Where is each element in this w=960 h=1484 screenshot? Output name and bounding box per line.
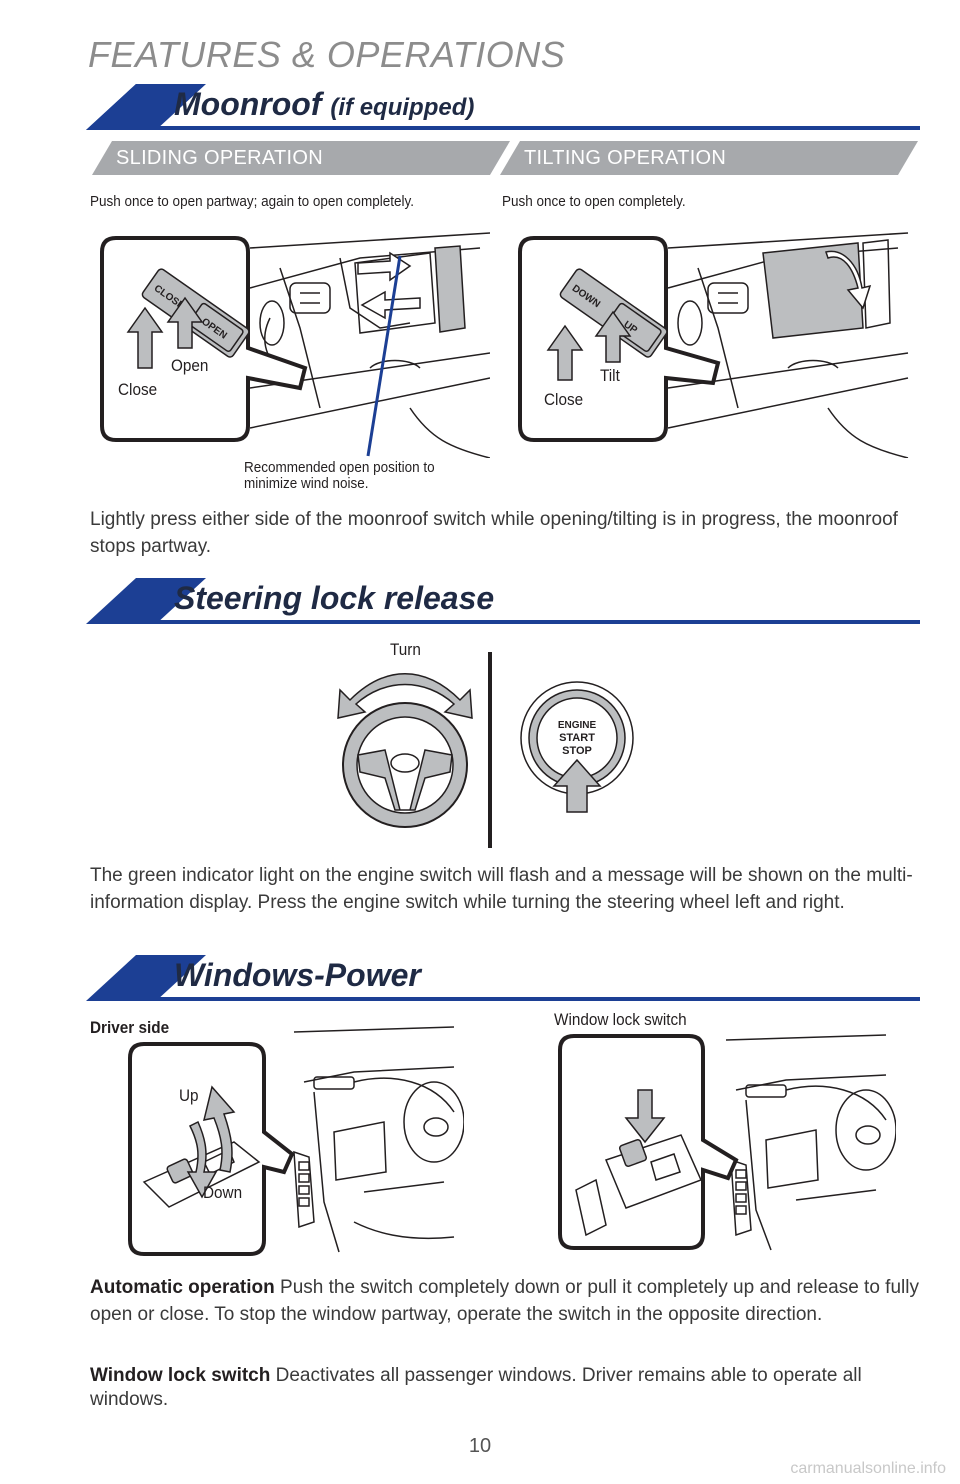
moonroof-section-header: Moonroof (if equipped) bbox=[86, 84, 920, 134]
driver-side-label: Driver side bbox=[90, 1018, 170, 1037]
engine-button-line3: STOP bbox=[562, 745, 592, 757]
watermark: carmanualsonline.info bbox=[790, 1460, 946, 1477]
steering-section-header: Steering lock release bbox=[86, 578, 920, 628]
illustration-divider bbox=[488, 652, 492, 848]
page-number: 10 bbox=[468, 1435, 492, 1457]
window-lock-heading: Window lock switch bbox=[90, 1365, 271, 1386]
close-label-right: Close bbox=[544, 390, 584, 409]
driver-side-illustration bbox=[128, 1026, 464, 1256]
tilting-operation-label: TILTING OPERATION bbox=[524, 147, 727, 169]
open-label: Open bbox=[171, 356, 209, 375]
automatic-operation-heading: Automatic operation bbox=[90, 1277, 275, 1298]
window-lock-text: Deactivates all passenger windows. Drive… bbox=[90, 1365, 862, 1410]
close-label-left: Close bbox=[118, 380, 158, 399]
moonroof-title-suffix: (if equipped) bbox=[330, 94, 475, 121]
moonroof-title: Moonroof (if equipped) bbox=[174, 86, 474, 123]
tilting-caption: Push once to open completely. bbox=[502, 193, 686, 210]
section-header-bar bbox=[86, 578, 920, 624]
window-lock-switch-label: Window lock switch bbox=[554, 1010, 687, 1029]
steering-description: The green indicator light on the engine … bbox=[90, 865, 913, 913]
tilting-illustration: UP DOWN bbox=[518, 232, 909, 458]
steering-wheel-illustration bbox=[337, 673, 473, 828]
sliding-illustration: OPEN CLOSE bbox=[100, 232, 490, 458]
window-lock-illustration bbox=[558, 1034, 896, 1251]
sliding-caption: Push once to open partway; again to open… bbox=[90, 193, 414, 210]
moonroof-subheader-bars bbox=[92, 141, 918, 175]
windows-section-header: Windows-Power bbox=[86, 955, 920, 1005]
window-lock-paragraph: Window lock switch Deactivates all passe… bbox=[90, 1364, 922, 1412]
page-header: FEATURES & OPERATIONS bbox=[88, 34, 566, 75]
moonroof-note: Lightly press either side of the moonroo… bbox=[90, 509, 898, 557]
engine-button-line1: ENGINE bbox=[558, 720, 597, 731]
sliding-operation-label: SLIDING OPERATION bbox=[116, 147, 323, 169]
down-label: Down bbox=[203, 1183, 243, 1202]
recommended-position-caption: Recommended open position to minimize wi… bbox=[244, 459, 435, 492]
engine-start-button-illustration: ENGINE START STOP bbox=[520, 681, 634, 813]
engine-button-line2: START bbox=[559, 732, 595, 744]
section-header-bar bbox=[86, 955, 920, 1001]
moonroof-title-text: Moonroof bbox=[174, 86, 322, 122]
automatic-operation-paragraph: Automatic operation Push the switch comp… bbox=[90, 1274, 922, 1328]
up-label: Up bbox=[179, 1086, 199, 1105]
automatic-operation-text: Push the switch completely down or pull … bbox=[90, 1277, 919, 1325]
section-header-bar bbox=[86, 84, 920, 130]
windows-title: Windows-Power bbox=[174, 957, 421, 993]
tilt-label: Tilt bbox=[600, 366, 620, 385]
turn-label: Turn bbox=[390, 640, 421, 659]
steering-title: Steering lock release bbox=[174, 580, 495, 616]
